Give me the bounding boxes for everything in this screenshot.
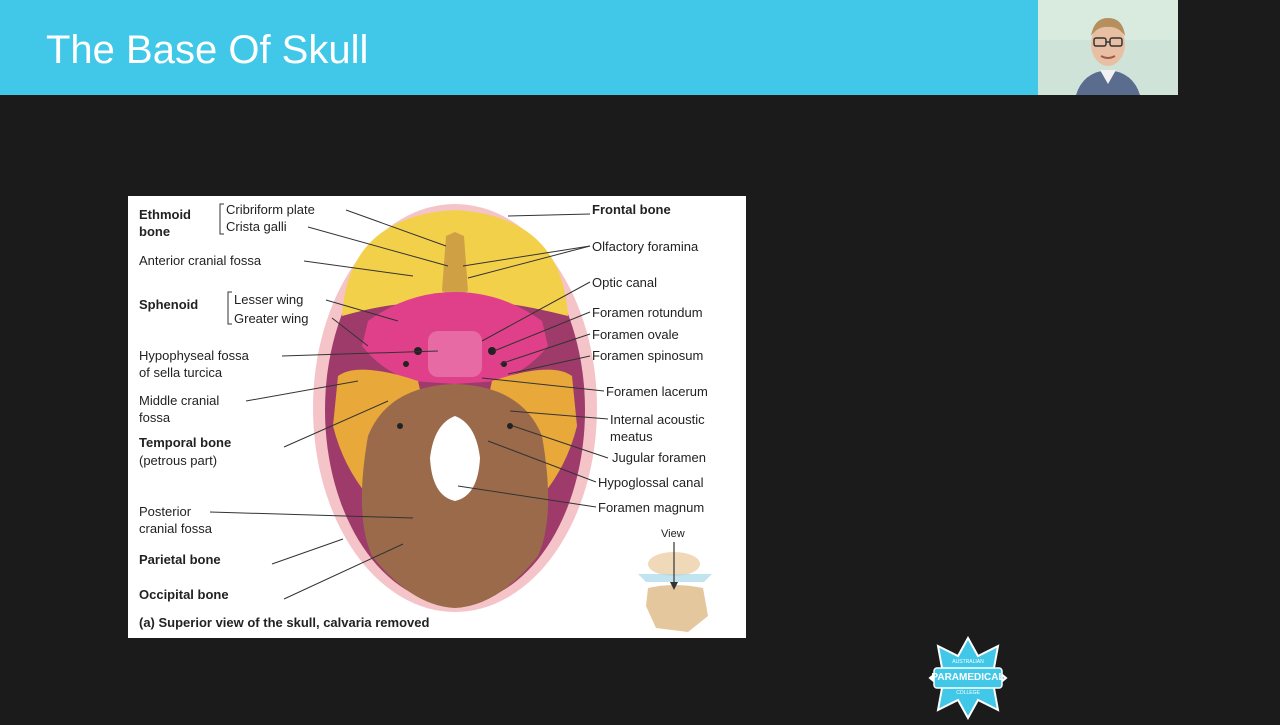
label-foramen-rotundum: Foramen rotundum [592,305,703,320]
label-cribriform-plate: Cribriform plate [226,202,315,217]
label-crista-galli: Crista galli [226,219,287,234]
presenter-webcam-video [1038,0,1178,95]
figure-caption: (a) Superior view of the skull, calvaria… [139,615,430,630]
skull-diagram [209,203,712,632]
paramedical-college-logo: AUSTRALIAN PARAMEDICAL COLLEGE [928,635,1008,721]
label-parietal-bone: Parietal bone [139,552,221,567]
label-temporal-bone: Temporal bone [139,435,232,450]
sella-turcica-shape [428,331,482,377]
label-jugular-foramen: Jugular foramen [612,450,706,465]
slide-title: The Base Of Skull [46,28,369,72]
label-frontal-bone: Frontal bone [592,202,671,217]
label-view: View [661,528,685,540]
label-foramen-ovale: Foramen ovale [592,327,679,342]
label-optic-canal: Optic canal [592,275,658,290]
foramen-magnum-hole [430,416,480,501]
label-greater-wing: Greater wing [234,311,309,326]
label-petrous-part: (petrous part) [139,453,218,468]
logo-bottom-text: COLLEGE [956,690,980,696]
star-of-life-logo-icon [928,635,1008,721]
logo-top-text: AUSTRALIAN [952,659,984,665]
presenter-image [1038,0,1178,95]
right-background-strip [1178,0,1280,95]
label-anterior-cranial-fossa: Anterior cranial fossa [139,253,262,268]
label-sphenoid: Sphenoid [139,297,199,312]
label-foramen-lacerum: Foramen lacerum [606,384,708,399]
slide-title-bar: The Base Of Skull [0,0,1038,95]
view-inset-skull [638,542,712,632]
label-occipital-bone: Occipital bone [139,587,229,602]
label-olfactory-foramina: Olfactory foramina [592,239,699,254]
cribriform-plate-shape [442,232,468,298]
label-lesser-wing: Lesser wing [234,292,304,307]
logo-main-text: PARAMEDICAL [931,672,1005,683]
label-foramen-spinosum: Foramen spinosum [592,348,704,363]
label-hypoglossal-canal: Hypoglossal canal [598,475,704,490]
label-foramen-magnum: Foramen magnum [598,500,705,515]
